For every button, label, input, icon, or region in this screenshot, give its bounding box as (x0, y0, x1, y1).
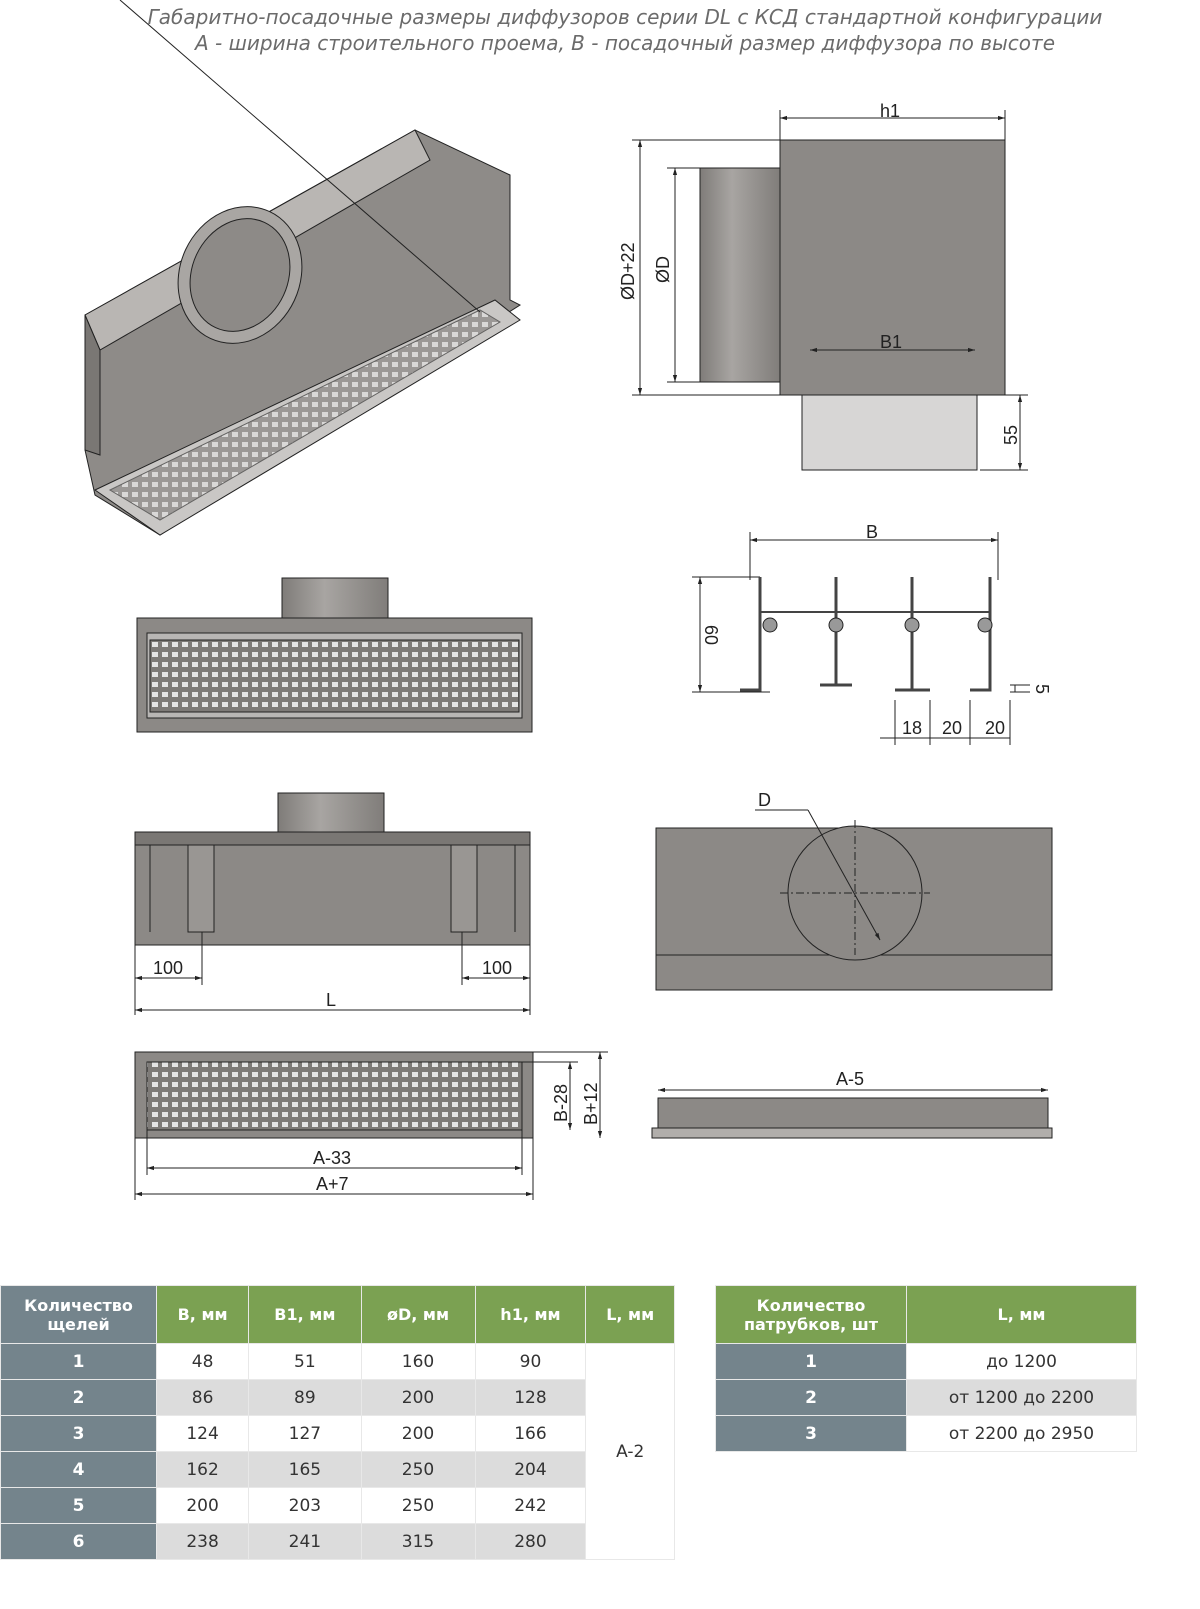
col-header: Количество щелей (0, 1285, 157, 1344)
cell: 2 (0, 1379, 157, 1416)
cell: 124 (155, 1415, 250, 1452)
dim-a-minus-5: A-5 (836, 1069, 864, 1089)
col-header: h1, мм (474, 1285, 587, 1344)
col-header: B1, мм (248, 1285, 362, 1344)
cell: 250 (360, 1487, 476, 1524)
dim-a-minus-33: A-33 (313, 1148, 351, 1168)
cell: 4 (0, 1451, 157, 1488)
cell: 200 (155, 1487, 250, 1524)
cell: 48 (155, 1343, 250, 1380)
dim-d-circle: D (758, 790, 771, 810)
cell: 3 (715, 1415, 907, 1452)
dim-20a: 20 (942, 718, 962, 738)
back-view (134, 792, 531, 1015)
dim-100-left: 100 (153, 958, 183, 978)
cell: от 1200 до 2200 (906, 1379, 1137, 1416)
cell: 128 (474, 1379, 587, 1416)
l-value-cell: A-2 (585, 1343, 675, 1560)
col-header: øD, мм (360, 1285, 476, 1344)
col-header: Количество патрубков, шт (715, 1285, 907, 1344)
dim-b-minus-28: B-28 (551, 1084, 571, 1122)
cell: 86 (155, 1379, 250, 1416)
col-header: B, мм (155, 1285, 250, 1344)
cell: 5 (0, 1487, 157, 1524)
isometric-view (84, 0, 522, 536)
cell: 238 (155, 1523, 250, 1560)
technical-drawings: h1 ØD+22 ØD B1 55 B 60 5 18 20 20 100 10… (84, 0, 1053, 1200)
cell: 204 (474, 1451, 587, 1488)
cell: 1 (0, 1343, 157, 1380)
cell: 200 (360, 1379, 476, 1416)
end-view (655, 809, 1053, 991)
side-view (632, 110, 1028, 471)
title-line-1: Габаритно-посадочные размеры диффузоров … (147, 5, 1103, 29)
slots-table: Количество щелей B, мм B1, мм øD, мм h1,… (0, 1285, 675, 1560)
dim-d: ØD (653, 256, 673, 283)
dim-b-plus-12: B+12 (581, 1082, 601, 1125)
dim-55: 55 (1001, 425, 1021, 445)
title-line-2: А - ширина строительного проема, В - пос… (194, 31, 1055, 55)
dim-b1: B1 (880, 332, 902, 352)
frame-view (651, 1087, 1053, 1139)
cell: 1 (715, 1343, 907, 1380)
cell: 162 (155, 1451, 250, 1488)
cell: 89 (248, 1379, 362, 1416)
dim-b: B (866, 522, 878, 542)
dim-100-right: 100 (482, 958, 512, 978)
cell: 203 (248, 1487, 362, 1524)
cell: до 1200 (906, 1343, 1137, 1380)
cell: 241 (248, 1523, 362, 1560)
dim-60: 60 (701, 625, 721, 645)
dim-20b: 20 (985, 718, 1005, 738)
front-view (136, 577, 533, 733)
cell: 51 (248, 1343, 362, 1380)
cell: от 2200 до 2950 (906, 1415, 1137, 1452)
cell: 200 (360, 1415, 476, 1452)
dim-a-plus-7: A+7 (316, 1174, 349, 1194)
dim-h1: h1 (880, 101, 900, 121)
dim-5: 5 (1032, 684, 1052, 694)
cell: 280 (474, 1523, 587, 1560)
dim-l: L (326, 990, 336, 1010)
cell: 315 (360, 1523, 476, 1560)
cell: 6 (0, 1523, 157, 1560)
profile-section (692, 532, 1030, 745)
cell: 2 (715, 1379, 907, 1416)
dim-d-plus-22: ØD+22 (618, 242, 638, 300)
col-header: L, мм (585, 1285, 675, 1344)
cell: 165 (248, 1451, 362, 1488)
cell: 3 (0, 1415, 157, 1452)
cell: 242 (474, 1487, 587, 1524)
cell: 250 (360, 1451, 476, 1488)
cell: 127 (248, 1415, 362, 1452)
dim-18: 18 (902, 718, 922, 738)
col-header: L, мм (906, 1285, 1137, 1344)
cell: 166 (474, 1415, 587, 1452)
cell: 160 (360, 1343, 476, 1380)
cell: 90 (474, 1343, 587, 1380)
grille-view (134, 1051, 608, 1200)
